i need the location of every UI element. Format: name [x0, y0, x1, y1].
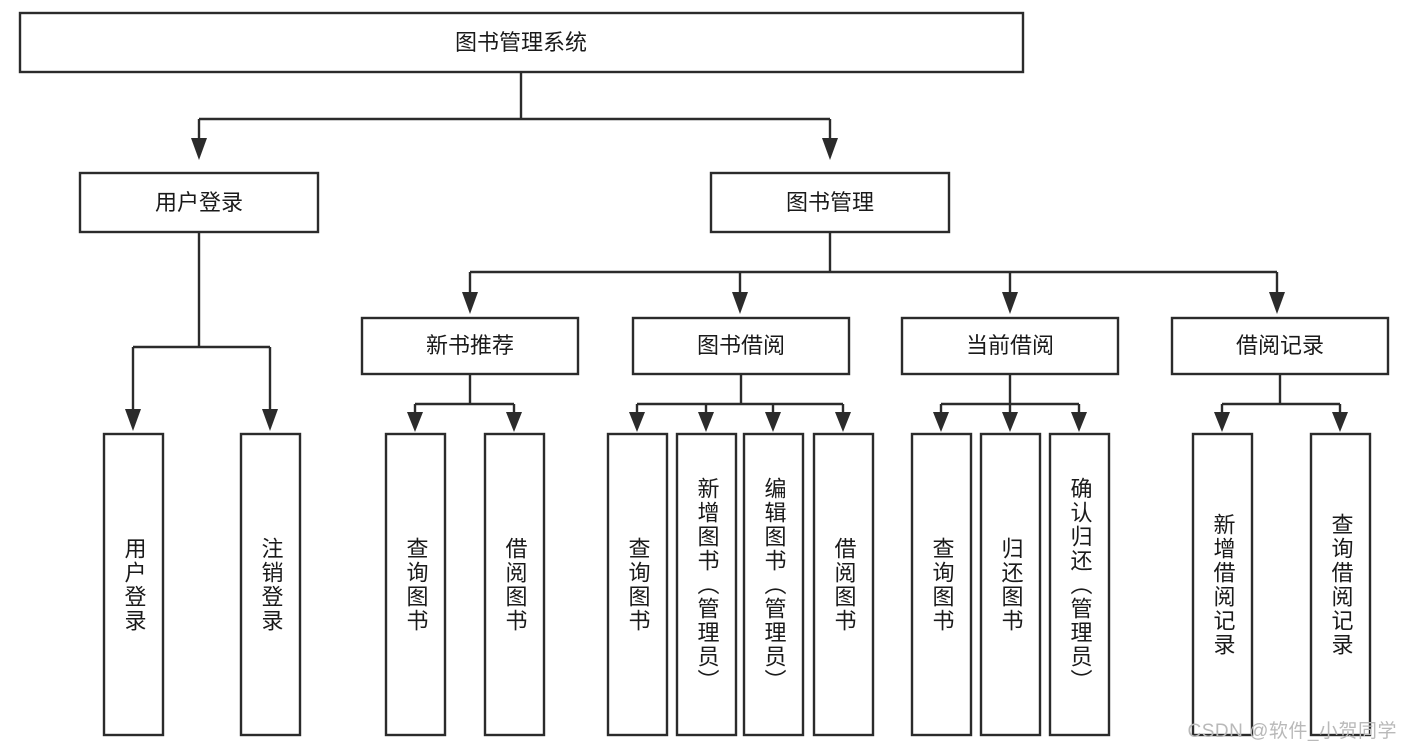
leaf-book-borrow-2-box[interactable]: [742, 432, 805, 737]
leaf-new-book-0-box[interactable]: [384, 432, 447, 737]
arrow-book-manage-child-0-icon: [462, 292, 478, 314]
arrow-borrow-record-leaf-0-icon: [1214, 412, 1230, 432]
leaf-book-borrow-0-box[interactable]: [606, 432, 669, 737]
node-book-borrow-label: 图书借阅: [697, 333, 785, 358]
node-current-borrow-label: 当前借阅: [966, 333, 1054, 358]
leaf-user-login-0-box[interactable]: [102, 432, 165, 737]
arrow-book-manage-child-2-icon: [1002, 292, 1018, 314]
node-book-manage-box[interactable]: [709, 171, 951, 234]
arrow-new-book-leaf-0-icon: [407, 412, 423, 432]
arrow-user-login-leaf-1-icon: [262, 409, 278, 431]
node-book-borrow-box[interactable]: [631, 316, 851, 376]
arrow-user-login-leaf-0-icon: [125, 409, 141, 431]
arrow-book-borrow-leaf-3-icon: [835, 412, 851, 432]
arrow-book-manage-child-3-icon: [1269, 292, 1285, 314]
arrow-borrow-record-leaf-1-icon: [1332, 412, 1348, 432]
arrow-current-borrow-leaf-1-icon: [1002, 412, 1018, 432]
node-new-book-recommend-box[interactable]: [360, 316, 580, 376]
leaf-current-borrow-0-box[interactable]: [910, 432, 973, 737]
leaf-book-borrow-3-box[interactable]: [812, 432, 875, 737]
arrow-book-borrow-leaf-1-icon: [698, 412, 714, 432]
leaf-borrow-record-0-box[interactable]: [1191, 432, 1254, 737]
arrow-new-book-leaf-1-icon: [506, 412, 522, 432]
node-root-box[interactable]: [18, 11, 1025, 74]
arrow-current-borrow-leaf-0-icon: [933, 412, 949, 432]
leaf-current-borrow-1-box[interactable]: [979, 432, 1042, 737]
arrow-book-manage-child-1-icon: [732, 292, 748, 314]
node-root-label: 图书管理系统: [455, 30, 587, 55]
node-book-manage-label: 图书管理: [786, 190, 874, 215]
leaf-book-borrow-1-box[interactable]: [675, 432, 738, 737]
arrow-current-borrow-leaf-2-icon: [1071, 412, 1087, 432]
leaf-borrow-record-1-box[interactable]: [1309, 432, 1372, 737]
arrow-root-to-book-manage-icon: [822, 138, 838, 160]
arrow-book-borrow-leaf-2-icon: [765, 412, 781, 432]
leaf-new-book-1-box[interactable]: [483, 432, 546, 737]
node-current-borrow-box[interactable]: [900, 316, 1120, 376]
watermark-text: CSDN @软件_小贺同学: [1187, 721, 1397, 742]
arrow-root-to-user-login-icon: [191, 138, 207, 160]
node-new-book-recommend-label: 新书推荐: [426, 333, 514, 358]
leaf-user-login-1-box[interactable]: [239, 432, 302, 737]
node-borrow-record-box[interactable]: [1170, 316, 1390, 376]
node-user-login-label: 用户登录: [155, 190, 243, 215]
node-borrow-record-label: 借阅记录: [1236, 333, 1324, 358]
arrow-book-borrow-leaf-0-icon: [629, 412, 645, 432]
leaf-current-borrow-2-box[interactable]: [1048, 432, 1111, 737]
